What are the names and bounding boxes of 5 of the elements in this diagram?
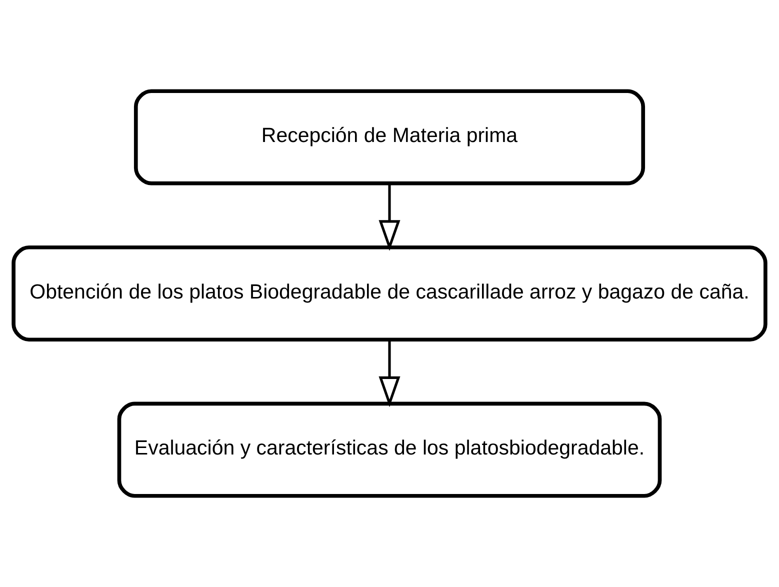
node-box: Recepción de Materia prima bbox=[134, 89, 646, 186]
node-box: Evaluación y características de los platosbiodegradable. bbox=[117, 402, 662, 498]
arrow bbox=[378, 340, 400, 408]
arrow bbox=[378, 183, 400, 251]
node-box: Obtención de los platos Biodegradable de cascarillade arroz y bagazo de caña. bbox=[12, 245, 768, 342]
